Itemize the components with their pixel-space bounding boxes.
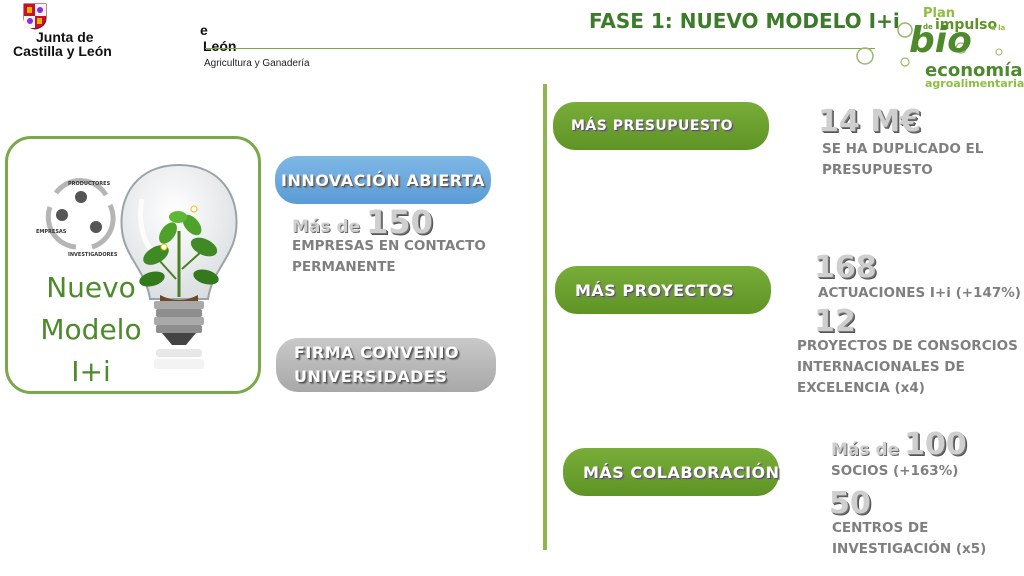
convenio-line1: FIRMA CONVENIO [294, 343, 460, 362]
convenio-line2: UNIVERSIDADES [294, 367, 448, 386]
colaboracion-number-1: 100 [904, 427, 967, 462]
proyectos-desc-2a: PROYECTOS DE CONSORCIOS [797, 338, 1018, 354]
bubbles-decoration-icon [856, 22, 1003, 67]
colaboracion-label: MÁS COLABORACIÓN [583, 462, 780, 482]
nuevo-modelo-panel: PRODUCTORES EMPRESAS INVESTIGADORES Nuev… [5, 136, 261, 394]
presupuesto-number: 14 M€ [818, 104, 921, 139]
bio-word: bio [909, 20, 972, 61]
colaboracion-desc-2b: INVESTIGACIÓN (x5) [832, 541, 987, 557]
innovacion-desc-line1: EMPRESAS EN CONTACTO [292, 238, 486, 254]
lightbulb-plant-icon [120, 163, 238, 369]
plan-word: Plan [923, 6, 956, 21]
plan-bioeconomia-logo: Plan de impulso a la bio economía agroal… [853, 0, 1024, 92]
org-name-line2: Castilla y León [13, 43, 112, 59]
diagram-label-productores: PRODUCTORES [68, 181, 111, 187]
innovacion-abierta-label: INNOVACIÓN ABIERTA [281, 170, 485, 190]
innovacion-number: 150 [366, 203, 433, 241]
mas-colaboracion-pill: MÁS COLABORACIÓN [563, 448, 779, 496]
cycle-diagram-icon [45, 178, 116, 250]
panel-title-line2: Modelo [40, 313, 142, 346]
de-word: de [923, 23, 933, 31]
innovacion-abierta-pill: INNOVACIÓN ABIERTA [275, 156, 491, 204]
proyectos-desc-1: ACTUACIONES I+i (+147%) [818, 285, 1021, 301]
innovacion-desc-line2: PERMANENTE [292, 259, 396, 275]
panel-title-line3: I+i [71, 355, 111, 388]
org-name-line1: Junta de [36, 29, 94, 45]
colaboracion-desc-1: SOCIOS (+163%) [831, 463, 959, 479]
proyectos-number-2: 12 [814, 304, 856, 339]
vertical-divider [543, 84, 547, 550]
coat-of-arms-icon [23, 3, 47, 30]
partial-heading-fragment: e [200, 22, 208, 38]
panel-title-line1: Nuevo [46, 271, 136, 304]
partial-region-name: León [203, 38, 237, 54]
diagram-label-investigadores: INVESTIGADORES [68, 252, 118, 258]
firma-convenio-pill: FIRMA CONVENIO UNIVERSIDADES [276, 338, 496, 392]
proyectos-desc-2c: EXCELENCIA (x4) [797, 380, 925, 396]
junta-logo: Junta de Castilla y León [10, 2, 140, 62]
innovacion-prefix: Más de [292, 217, 361, 237]
mas-proyectos-pill: MÁS PROYECTOS [555, 266, 771, 314]
economia-word: economía [925, 60, 1023, 81]
impulso-word: impulso [935, 17, 998, 33]
colaboracion-desc-2a: CENTROS DE [832, 520, 929, 536]
colaboracion-prefix: Más de [831, 440, 900, 460]
proyectos-desc-2b: INTERNACIONALES DE [797, 359, 965, 375]
mas-presupuesto-pill: MÁS PRESUPUESTO [553, 102, 769, 150]
proyectos-label: MÁS PROYECTOS [575, 280, 735, 300]
presupuesto-desc-line2: PRESUPUESTO [822, 162, 933, 178]
presupuesto-desc-line1: SE HA DUPLICADO EL [822, 141, 984, 157]
page-title: FASE 1: NUEVO MODELO I+i [589, 9, 900, 33]
department-name: Agricultura y Ganadería [204, 58, 310, 69]
presupuesto-label: MÁS PRESUPUESTO [571, 118, 734, 134]
proyectos-number-1: 168 [814, 250, 877, 285]
a-la-word: a la [991, 24, 1006, 32]
diagram-label-empresas: EMPRESAS [36, 229, 67, 235]
header-divider [205, 48, 875, 49]
colaboracion-number-2: 50 [829, 486, 871, 521]
agroalimentaria-word: agroalimentaria [925, 77, 1024, 90]
